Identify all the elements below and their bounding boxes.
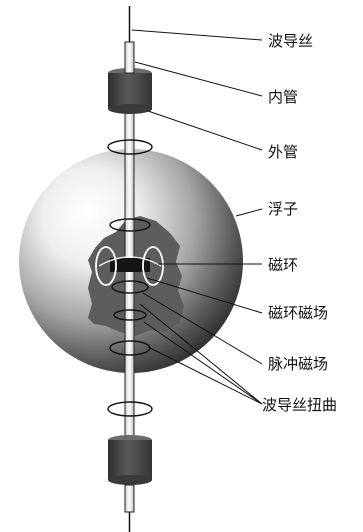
cutaway-region — [88, 216, 184, 336]
leader-waveguide-wire — [131, 29, 263, 41]
leader-torsion-2 — [143, 321, 263, 405]
top-block — [108, 68, 152, 114]
leader-pulse-field — [142, 292, 263, 365]
torsion-loop-2 — [109, 218, 151, 232]
leader-torsion-1 — [139, 303, 263, 405]
leader-torsion-3 — [147, 346, 263, 405]
magnetic-ring — [95, 246, 164, 286]
leader-inner-tube — [134, 61, 263, 97]
label-inner-tube: 内管 — [268, 88, 298, 106]
label-pulse-field: 脉冲磁场 — [268, 355, 328, 373]
leader-outer-tube — [147, 110, 263, 151]
label-waveguide-wire: 波导丝 — [268, 32, 313, 50]
torsion-loop-4 — [107, 401, 153, 417]
label-ring-field: 磁环磁场 — [268, 304, 328, 322]
label-magnetic-ring: 磁环 — [268, 256, 298, 274]
torsion-loop-1 — [107, 139, 153, 155]
label-wire-torsion: 波导丝扭曲 — [262, 396, 337, 414]
bottom-block — [108, 435, 152, 485]
label-float: 浮子 — [268, 200, 298, 218]
pulse-field-loop-2 — [113, 309, 147, 321]
pulse-field-loop-1 — [111, 280, 149, 294]
leader-float — [235, 208, 263, 217]
tube-bottom-cap — [124, 484, 135, 513]
label-outer-tube: 外管 — [268, 143, 298, 161]
tube-top-cap — [124, 41, 135, 74]
leader-ring-field — [146, 277, 263, 314]
